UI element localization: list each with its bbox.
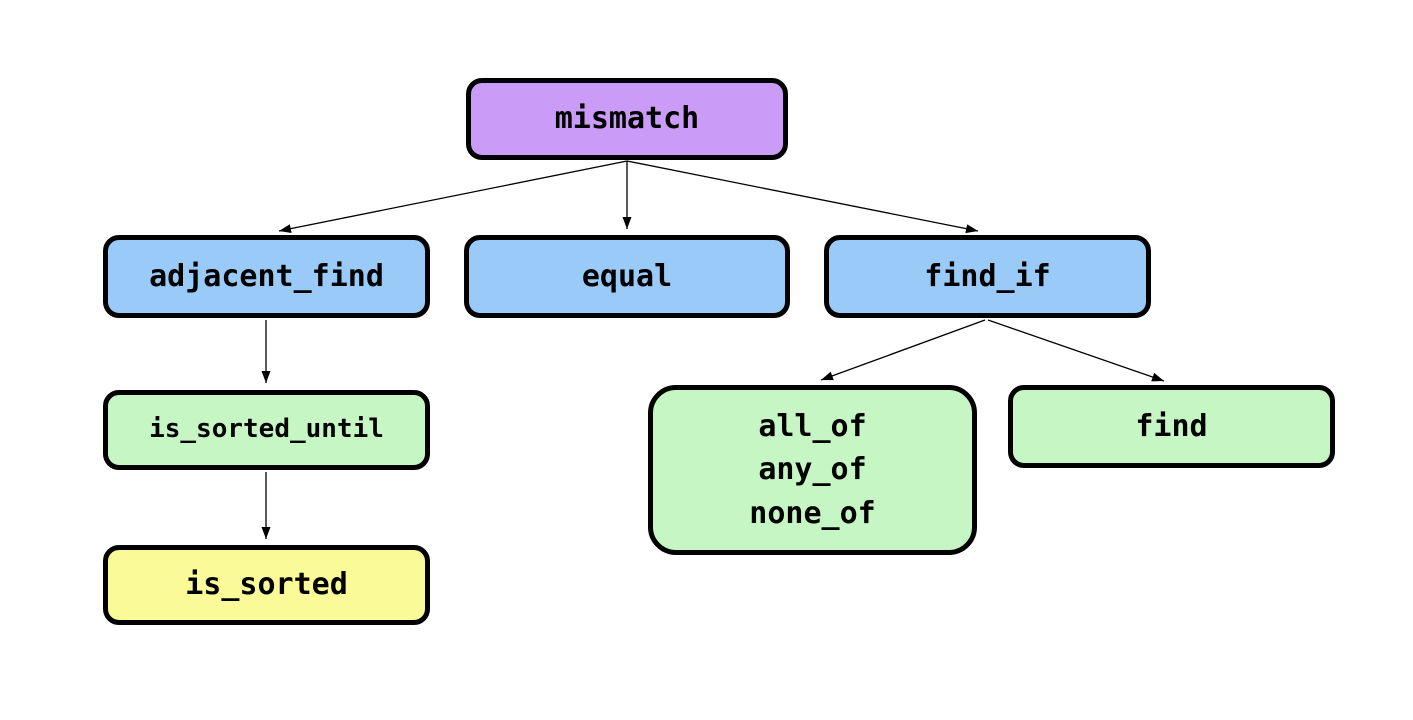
node-label-line: all_of — [758, 408, 867, 444]
edge-find_if-to-all_any_none_of — [820, 319, 986, 381]
node-find-if: find_if — [824, 235, 1151, 318]
edge-mismatch-to-find_if — [626, 160, 979, 234]
node-label: is_sorted_until — [149, 414, 384, 445]
node-find: find — [1008, 385, 1335, 468]
node-label: adjacent_find — [149, 258, 384, 294]
node-mismatch: mismatch — [466, 78, 788, 160]
node-label: mismatch — [554, 101, 700, 137]
edge-find_if-to-find — [987, 319, 1165, 382]
node-label: is_sorted — [185, 567, 348, 603]
node-equal: equal — [464, 235, 790, 318]
node-is-sorted-until: is_sorted_until — [103, 390, 430, 470]
node-label: find — [1135, 408, 1208, 444]
node-label: equal — [581, 258, 673, 294]
node-label-line: any_of — [758, 452, 867, 488]
node-is-sorted: is_sorted — [103, 545, 430, 625]
node-all-any-none-of: all_of any_of none_of — [648, 385, 977, 555]
edge-mismatch-to-adjacent_find — [278, 160, 628, 234]
node-label: find_if — [924, 258, 1051, 294]
node-adjacent-find: adjacent_find — [103, 235, 430, 318]
node-label-line: none_of — [749, 495, 876, 531]
